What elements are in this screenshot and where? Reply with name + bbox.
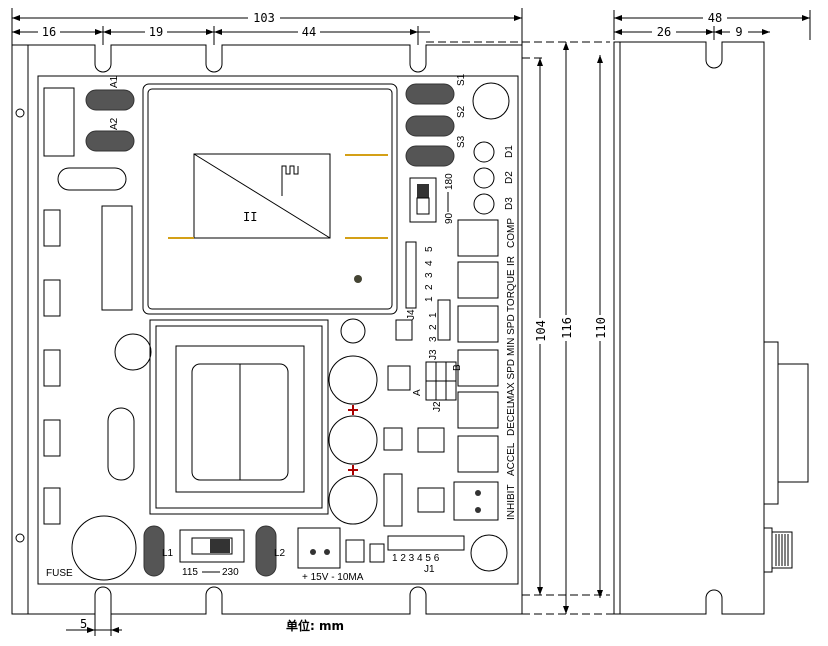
label-115: 115 [182,567,198,578]
dim-side-a: 26 [657,25,671,39]
label-j4: J4 [406,309,417,320]
j2-mark-a-left: A [412,389,423,396]
side-view: 48 26 9 [613,10,811,615]
bottom-row: L1 115 230 L2 + 15V - 10MA 1 2 3 4 5 6 J… [143,525,508,583]
left-components: A1 A2 FUSE [43,75,152,581]
label-ir: IR [506,256,517,266]
label-d2: D2 [504,171,515,184]
capacitors [328,318,403,527]
label-accel: ACCEL [506,442,517,476]
top-dimensions: 103 16 19 44 [11,8,523,60]
display-window: II [142,83,398,315]
label-fuse: FUSE [46,568,73,579]
label-j1-pins: 1 2 3 4 5 6 [392,553,440,564]
j3-pin1: 1 [428,312,439,318]
bottom-dimension: 5 [66,600,122,636]
label-a2: A2 [109,117,120,130]
label-inhibit: INHIBIT [506,484,517,520]
dim-slot1: 16 [42,25,56,39]
label-j1: J1 [424,564,435,575]
label-ii: II [243,210,257,224]
dim-h110: 110 [594,317,608,339]
label-d1: D1 [504,145,515,158]
dim-side-b: 9 [735,25,742,39]
j4-header: 5 4 3 2 1 J4 1 2 3 J3 [395,241,451,360]
vertical-dimensions: 104 116 110 [532,42,608,614]
dim-slot3: 44 [302,25,316,39]
label-power: + 15V - 10MA [302,572,364,583]
dim-h116: 116 [560,317,574,339]
j4-pin2: 2 [424,284,435,290]
j3-pin2: 2 [428,324,439,330]
label-s3: S3 [456,135,467,148]
unit-label: 单位: mm [286,618,344,633]
label-l2: L2 [274,548,286,559]
label-decel: DECEL [506,402,517,436]
label-s2: S2 [456,105,467,118]
label-230: 230 [222,567,239,578]
label-180: 180 [444,173,455,190]
fuse-holder [71,515,137,581]
dim-h104: 104 [534,320,548,342]
transformer [149,319,329,515]
label-a1: A1 [109,75,120,88]
label-90: 90 [444,212,455,224]
label-s1: S1 [456,73,467,86]
label-d3: D3 [504,197,515,210]
j4-pin1: 1 [424,296,435,302]
trim-pots: COMP IR TORQUE MIN SPD MAX SPD DECEL ACC… [453,218,517,521]
j2-area: A B J2 [383,361,463,513]
label-max-spd: MAX SPD [506,359,517,404]
label-min-spd: MIN SPD [506,314,517,356]
dim-side-width: 48 [708,11,722,25]
label-comp: COMP [506,218,517,248]
label-j3: J3 [428,349,439,360]
dim-slot2: 19 [149,25,163,39]
j4-pin4: 4 [424,260,435,266]
label-torque: TORQUE [506,269,517,312]
j4-pin5: 5 [424,246,435,252]
label-j2: J2 [432,401,443,412]
top-right-controls: S1 S2 S3 D1 D2 D3 180 90 [405,73,515,224]
j4-pin3: 3 [424,272,435,278]
j3-pin3: 3 [428,336,439,342]
dim-overall-width: 103 [253,11,275,25]
label-l1: L1 [162,548,174,559]
dim-edge: 5 [80,617,87,631]
